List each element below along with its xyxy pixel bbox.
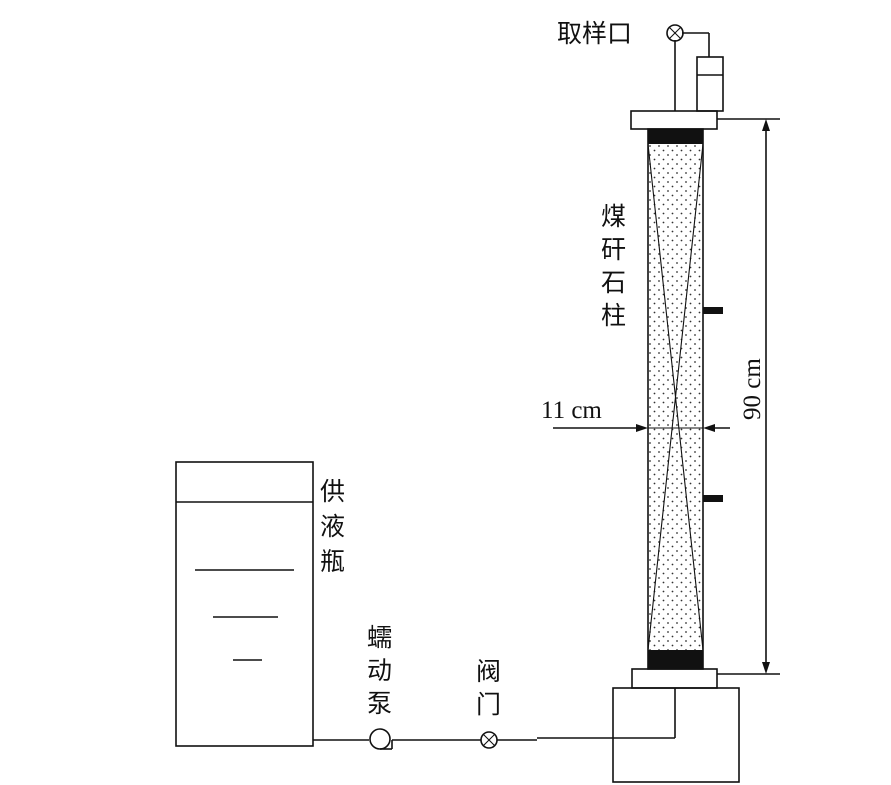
svg-text:石: 石 xyxy=(601,268,626,297)
column-base xyxy=(612,668,740,783)
svg-text:门: 门 xyxy=(476,690,501,719)
svg-text:矸: 矸 xyxy=(601,235,626,264)
column-label: 煤 矸 石 柱 xyxy=(601,202,626,330)
pump-label: 蠕 动 泵 xyxy=(367,623,392,718)
supply-bottle-label: 供 液 瓶 xyxy=(320,477,345,576)
sampling-vessel xyxy=(696,56,724,112)
supply-bottle xyxy=(175,461,314,747)
svg-text:泵: 泵 xyxy=(367,689,392,718)
top-end-cap xyxy=(648,129,703,144)
svg-text:阀: 阀 xyxy=(476,657,501,686)
svg-text:液: 液 xyxy=(320,512,345,541)
svg-text:煤: 煤 xyxy=(601,202,626,231)
svg-text:动: 动 xyxy=(367,656,392,685)
sampling-line xyxy=(674,32,710,111)
sampling-valve-icon xyxy=(666,24,684,42)
sampling-port-label: 取样口 xyxy=(557,19,632,48)
side-port xyxy=(703,307,723,314)
svg-text:柱: 柱 xyxy=(601,301,626,330)
height-label: 90 cm xyxy=(739,358,766,420)
diameter-dimension xyxy=(553,424,730,432)
svg-text:蠕: 蠕 xyxy=(367,623,392,652)
height-dimension xyxy=(717,118,780,675)
svg-text:供: 供 xyxy=(320,477,345,506)
diameter-label: 11 cm xyxy=(541,397,602,424)
valve-icon xyxy=(480,731,498,749)
bottom-end-cap xyxy=(648,650,703,669)
valve-label: 阀 门 xyxy=(476,657,501,719)
svg-text:瓶: 瓶 xyxy=(320,547,345,576)
feed-line xyxy=(313,688,676,741)
coal-gangue-column xyxy=(647,128,723,670)
peristaltic-pump-icon xyxy=(369,728,393,750)
top-flange xyxy=(630,110,718,130)
side-port xyxy=(703,495,723,502)
